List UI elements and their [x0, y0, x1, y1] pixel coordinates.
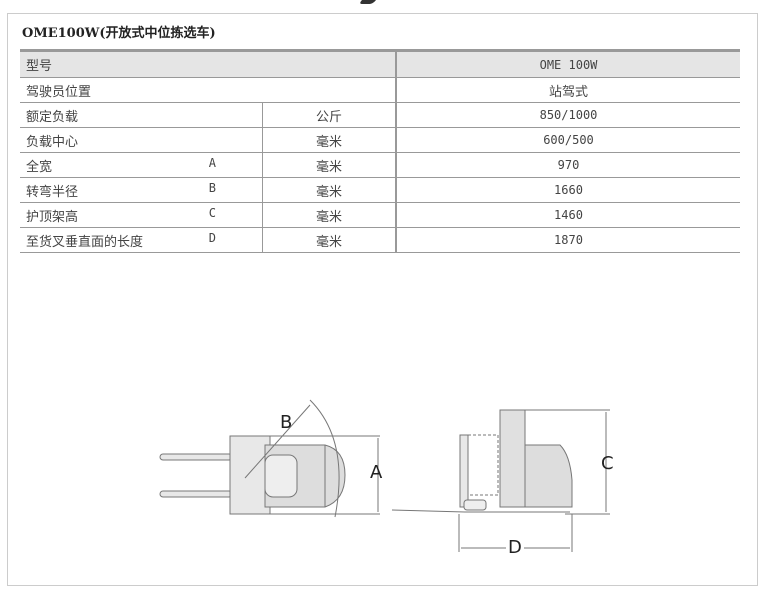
dimension-letter: D [208, 230, 216, 245]
row-unit: 毫米 [262, 152, 396, 178]
row-unit: 毫米 [262, 227, 396, 253]
row-unit: 毫米 [262, 127, 396, 153]
row-label: 驾驶员位置 [20, 77, 396, 103]
content-frame [7, 13, 758, 586]
row-value: 1870 [395, 227, 740, 253]
row-unit: 公斤 [262, 102, 396, 128]
row-label: 负载中心 [20, 127, 263, 153]
table-header-row: 型号 OME 100W [20, 49, 740, 78]
row-value: 600/500 [395, 127, 740, 153]
dimension-label-b: B [280, 412, 293, 433]
table-row: 驾驶员位置 站驾式 [20, 77, 740, 103]
row-value: 1660 [395, 177, 740, 203]
row-value: 1460 [395, 202, 740, 228]
dimension-label-d: D [506, 537, 524, 558]
dimension-letter: C [208, 205, 216, 220]
row-value: 970 [395, 152, 740, 178]
row-value: 850/1000 [395, 102, 740, 128]
row-label: 额定负载 [20, 102, 263, 128]
side-view-forklift [391, 409, 610, 552]
dimension-letter: B [208, 180, 216, 195]
row-unit: 毫米 [262, 202, 396, 228]
dimension-label-a: A [370, 462, 383, 483]
header-value: OME 100W [395, 49, 740, 78]
page-title: OME100W(开放式中位拣选车) [22, 26, 216, 41]
header-label: 型号 [20, 49, 396, 78]
row-value: 站驾式 [395, 77, 740, 103]
dimension-label-c: C [601, 453, 614, 474]
row-unit: 毫米 [262, 177, 396, 203]
top-view-forklift [159, 399, 380, 518]
dimension-letter: A [208, 155, 216, 170]
